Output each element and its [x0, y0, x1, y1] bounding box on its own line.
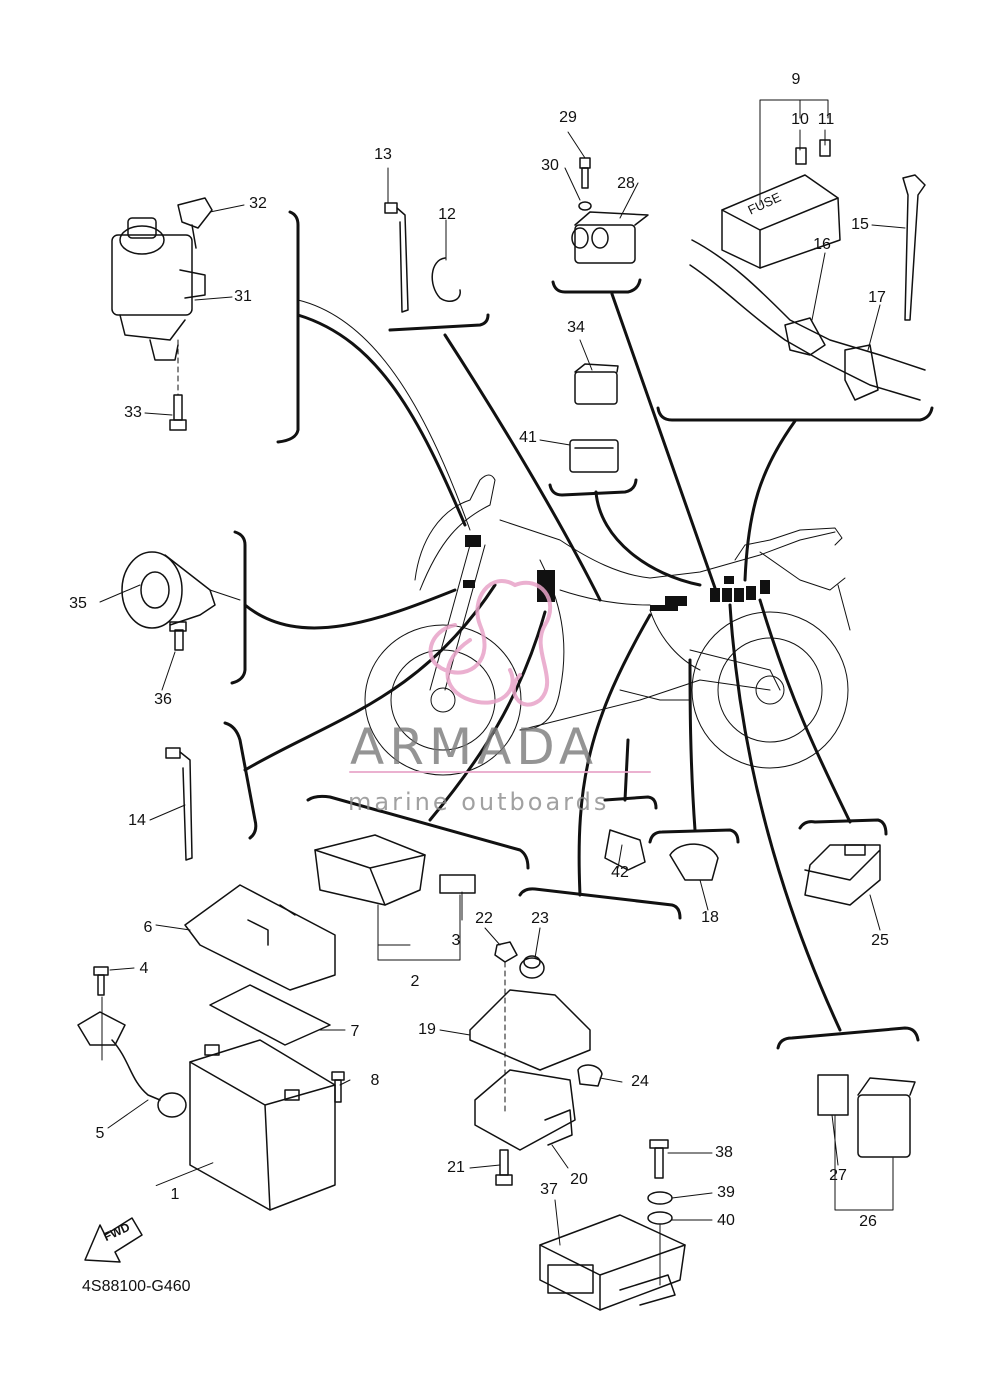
part-label-23: 23 — [531, 910, 549, 927]
main-switch-part — [111, 217, 206, 361]
bolt-38 — [649, 1139, 669, 1179]
clamp-24 — [577, 1064, 603, 1087]
part-label-21: 21 — [447, 1159, 465, 1176]
part-label-14: 14 — [128, 812, 146, 829]
watermark-tagline: marine outboards — [348, 788, 610, 816]
pad-7 — [209, 984, 331, 1046]
diagram-code: 4S88100-G460 — [82, 1278, 191, 1295]
watermark-brand: ARMADA — [350, 718, 599, 776]
holder-16 — [784, 317, 826, 356]
part-label-28: 28 — [617, 175, 635, 192]
part-label-39: 39 — [717, 1184, 735, 1201]
part-label-26: 26 — [859, 1213, 877, 1230]
part-label-9: 9 — [791, 71, 801, 88]
part-label-12: 12 — [438, 206, 456, 223]
clip-12 — [431, 257, 461, 302]
part-label-11: 11 — [817, 111, 835, 128]
part-label-33: 33 — [124, 404, 142, 421]
band-13 — [384, 202, 409, 313]
part-label-34: 34 — [567, 319, 585, 336]
part-label-35: 35 — [69, 595, 87, 612]
part-label-24: 24 — [631, 1073, 649, 1090]
handlebar-lines — [689, 239, 926, 401]
part-label-15: 15 — [851, 216, 869, 233]
relay-34 — [574, 363, 619, 405]
battery-1 — [189, 1039, 336, 1211]
bolt-33 — [169, 394, 187, 431]
part-label-31: 31 — [234, 288, 252, 305]
part-label-8: 8 — [370, 1072, 380, 1089]
holder-18 — [669, 843, 719, 881]
washer-39 — [647, 1191, 673, 1205]
part-label-19: 19 — [418, 1021, 436, 1038]
lead-5 — [77, 1011, 187, 1118]
screw-29 — [579, 157, 591, 189]
fwd-arrow-icon — [84, 1217, 143, 1263]
nut-22 — [494, 941, 518, 963]
bracket-6 — [184, 884, 336, 991]
washer-40 — [647, 1211, 673, 1225]
connector-lines — [243, 292, 852, 1032]
bike-pointer-lines — [209, 299, 471, 601]
band-14 — [165, 747, 193, 861]
part-label-3: 3 — [451, 932, 461, 949]
part-label-27: 27 — [829, 1167, 847, 1184]
holder-42 — [604, 829, 646, 871]
part-label-17: 17 — [868, 289, 886, 306]
band-15 — [902, 174, 926, 321]
part-label-6: 6 — [143, 919, 153, 936]
bolt-4 — [93, 966, 109, 996]
part-label-40: 40 — [717, 1212, 735, 1229]
part-label-36: 36 — [154, 691, 172, 708]
part-label-1: 1 — [170, 1186, 180, 1203]
watermark-logo — [349, 579, 651, 773]
part-label-5: 5 — [95, 1125, 105, 1142]
holder-17 — [844, 344, 879, 401]
part-label-13: 13 — [374, 146, 392, 163]
part-label-18: 18 — [701, 909, 719, 926]
part-27 — [817, 1074, 849, 1116]
part-label-32: 32 — [249, 195, 267, 212]
leader-lines — [99, 99, 906, 1286]
part-label-22: 22 — [475, 910, 493, 927]
part-label-41: 41 — [519, 429, 537, 446]
part-label-29: 29 — [559, 109, 577, 126]
part-label-2: 2 — [410, 973, 420, 990]
harness-connectors — [463, 535, 770, 611]
ecu-20 — [474, 1069, 576, 1151]
bolt-8 — [331, 1071, 345, 1103]
motorcycle-outline — [364, 474, 851, 776]
horn-part — [121, 551, 216, 629]
relay-26 — [857, 1077, 916, 1158]
key-part — [177, 197, 213, 249]
part-label-25: 25 — [871, 932, 889, 949]
part-label-7: 7 — [350, 1023, 360, 1040]
part-label-10: 10 — [791, 111, 809, 128]
fuse-10 — [795, 147, 807, 165]
part-label-4: 4 — [139, 960, 149, 977]
part-label-42: 42 — [611, 864, 629, 881]
fuse-box-part — [721, 174, 841, 269]
relay-assembly-2 — [314, 834, 476, 906]
part-label-20: 20 — [570, 1171, 588, 1188]
group-brackets — [223, 210, 934, 1050]
part-label-37: 37 — [540, 1181, 558, 1198]
cdi-unit-37 — [539, 1214, 686, 1311]
bolt-36 — [169, 621, 187, 651]
bracket-19 — [469, 989, 591, 1071]
washer-30 — [578, 201, 592, 211]
part-label-38: 38 — [715, 1144, 733, 1161]
part-25 — [804, 844, 881, 906]
grommet-23 — [519, 955, 545, 979]
bracket-28 — [571, 211, 649, 264]
cover-41 — [569, 439, 619, 473]
bolt-21 — [495, 1149, 513, 1186]
part-label-30: 30 — [541, 157, 559, 174]
part-label-16: 16 — [813, 236, 831, 253]
